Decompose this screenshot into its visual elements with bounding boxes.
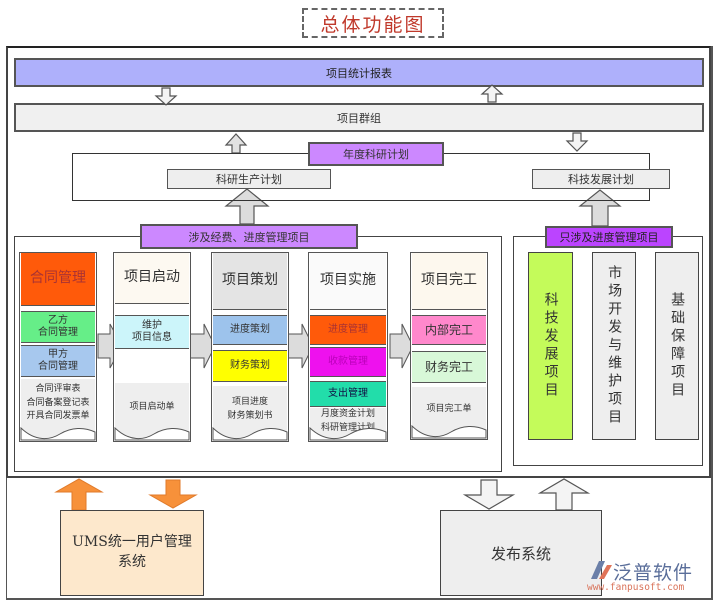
down-arrow-icon <box>148 479 198 509</box>
column-document: 项目进度 财务策划书 <box>212 386 288 441</box>
column-item: 内部完工 <box>412 315 486 345</box>
column-contract: 合同管理 乙方 合同管理 甲方 合同管理 合同评审表 合同备案登记表 开具合同发… <box>19 252 97 442</box>
down-arrow-icon <box>565 132 589 152</box>
column-document: 月度资金计划 科研管理计划 <box>309 408 387 441</box>
annual-research-plan: 年度科研计划 <box>308 142 444 166</box>
column-item: 支出管理 <box>310 381 386 407</box>
column-project-implementation: 项目实施 进度管理 收款管理 支出管理 月度资金计划 科研管理计划 <box>308 252 388 442</box>
tech-development-plan: 科技发展计划 <box>532 169 670 189</box>
column-item: 财务策划 <box>213 350 287 382</box>
ums-system: UMS统一用户管理 系统 <box>60 510 204 596</box>
publish-system: 发布系统 <box>440 510 602 596</box>
down-arrow-icon <box>462 479 516 510</box>
diagram-title: 总体功能图 <box>302 8 444 38</box>
inner-frame <box>6 46 711 478</box>
column-document: 合同评审表 合同备案登记表 开具合同发票单 <box>20 379 96 441</box>
column-document: 项目完工单 <box>411 387 487 439</box>
tech-development-project: 科技发展项目 <box>528 252 573 440</box>
up-arrow-icon <box>480 84 504 103</box>
up-arrow-icon <box>224 133 248 154</box>
column-project-completion: 项目完工 内部完工 财务完工 项目完工单 <box>410 252 488 440</box>
up-arrow-icon <box>224 188 270 225</box>
column-document: 项目启动单 <box>114 383 190 441</box>
column-header: 项目策划 <box>213 253 287 310</box>
document-wave-icon <box>20 426 96 441</box>
stats-report-bar: 项目统计报表 <box>14 58 704 87</box>
up-arrow-icon <box>537 478 591 511</box>
right-arrow-icon <box>189 323 216 369</box>
column-item: 收款管理 <box>310 347 386 377</box>
infrastructure-project: 基础保障项目 <box>655 252 699 440</box>
progress-only-tag: 只涉及进度管理项目 <box>545 226 673 248</box>
column-item: 维护 项目信息 <box>115 315 189 349</box>
column-header: 合同管理 <box>21 253 95 306</box>
brand-logo: 泛普软件 www.fanpusoft.com <box>585 558 715 598</box>
column-header: 项目完工 <box>412 253 486 310</box>
up-arrow-icon <box>54 478 104 511</box>
logo-url: www.fanpusoft.com <box>587 582 685 593</box>
column-item: 财务完工 <box>412 351 486 383</box>
project-group-bar: 项目群组 <box>14 103 704 132</box>
column-project-planning: 项目策划 进度策划 财务策划 项目进度 财务策划书 <box>211 252 289 442</box>
document-wave-icon <box>114 426 190 441</box>
up-arrow-icon <box>578 189 622 227</box>
column-item: 甲方 合同管理 <box>21 345 95 377</box>
logo-name: 泛普软件 <box>613 562 694 584</box>
logo-mark-icon <box>591 561 612 579</box>
column-item: 乙方 合同管理 <box>21 311 95 343</box>
right-arrow-icon <box>389 323 414 369</box>
research-production-plan: 科研生产计划 <box>167 169 331 189</box>
column-item: 进度管理 <box>310 315 386 345</box>
down-arrow-icon <box>154 87 178 106</box>
column-project-start: 项目启动 维护 项目信息 项目启动单 <box>113 252 191 442</box>
market-development-project: 市场开发与维护项目 <box>592 252 636 440</box>
document-wave-icon <box>411 424 487 439</box>
column-header: 项目启动 <box>115 253 189 304</box>
funding-progress-tag: 涉及经费、进度管理项目 <box>140 224 358 249</box>
plan-connector-left <box>72 153 328 201</box>
column-item: 进度策划 <box>213 315 287 345</box>
document-wave-icon <box>212 426 288 441</box>
right-arrow-icon <box>287 323 314 369</box>
document-wave-icon <box>309 426 387 441</box>
column-header: 项目实施 <box>310 253 386 310</box>
